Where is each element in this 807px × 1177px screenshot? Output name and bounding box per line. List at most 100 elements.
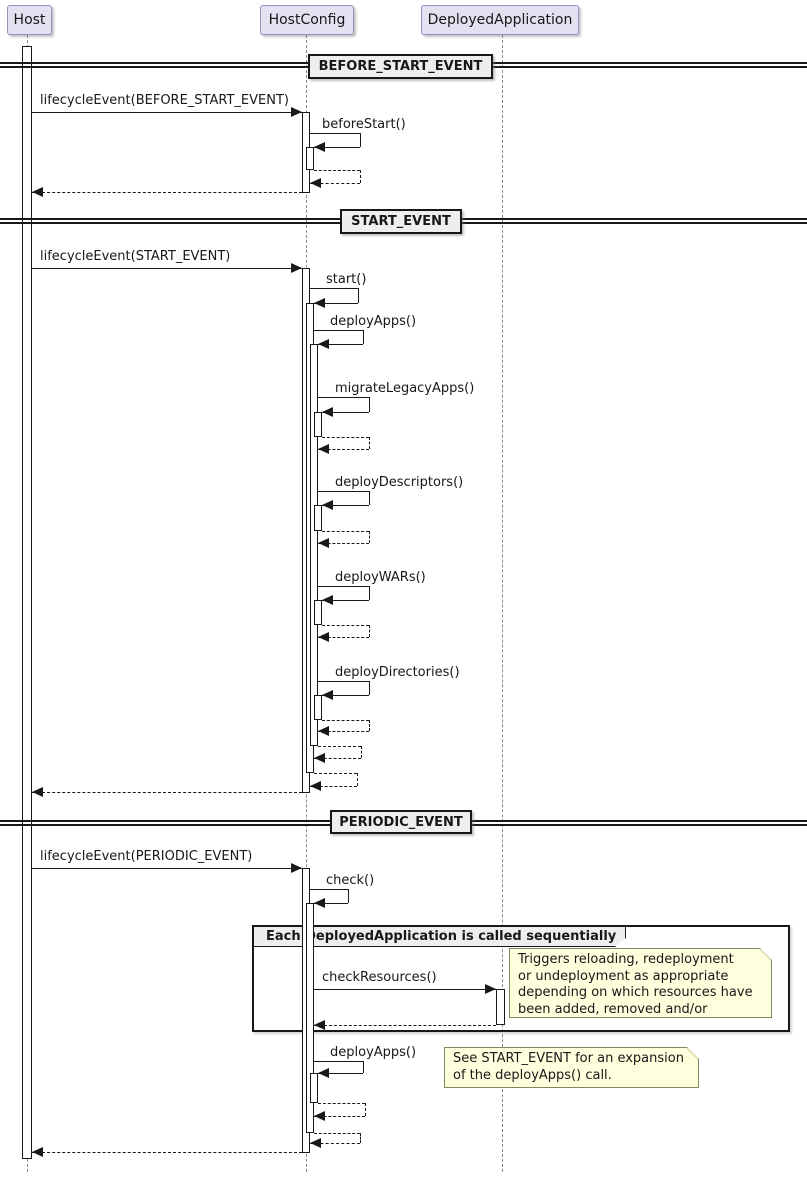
arrowhead-icon (322, 500, 333, 510)
message-line (314, 989, 496, 990)
self-message-vert (358, 288, 359, 303)
message-line (32, 268, 302, 269)
self-message-vert (369, 531, 370, 543)
self-message-vert (369, 681, 370, 695)
arrowhead-icon (318, 339, 329, 349)
group-frame-header: Each DeployedApplication is called seque… (254, 927, 626, 947)
activation-bar (310, 1073, 318, 1103)
self-message-back (322, 412, 369, 413)
arrowhead-icon (310, 781, 321, 791)
message-label: start() (326, 272, 367, 287)
arrowhead-icon (314, 298, 325, 308)
arrowhead-icon (314, 1111, 325, 1121)
note-line: See START_EVENT for an expansion (453, 1051, 684, 1066)
group-frame (252, 925, 790, 1032)
self-message-vert (357, 773, 358, 786)
self-message-vert (360, 170, 361, 183)
arrowhead-icon (291, 107, 302, 117)
arrowhead-icon (318, 444, 329, 454)
arrowhead-icon (291, 263, 302, 273)
self-message-back (318, 449, 369, 450)
message-line (32, 192, 302, 193)
self-message-back (314, 758, 361, 759)
activation-bar (314, 600, 322, 625)
self-message-back (314, 147, 360, 148)
self-message-back (318, 543, 369, 544)
self-message-back (322, 695, 369, 696)
arrowhead-icon (32, 1147, 43, 1157)
activation-bar (310, 344, 318, 746)
self-message-out (318, 681, 369, 682)
self-message-back (318, 1073, 363, 1074)
self-message-out (310, 288, 358, 289)
arrowhead-icon (310, 178, 321, 188)
message-label: beforeStart() (322, 117, 406, 132)
message-line (32, 868, 302, 869)
message-label: deployDirectories() (335, 665, 460, 680)
message-label: checkResources() (322, 970, 437, 985)
arrowhead-icon (32, 787, 43, 797)
self-message-out (314, 330, 363, 331)
self-message-vert (369, 586, 370, 600)
self-message-vert (369, 397, 370, 412)
self-message-vert (361, 746, 362, 758)
self-message-out (322, 531, 369, 532)
note-line: depending on which resources have (518, 985, 753, 1000)
self-message-out (318, 1103, 365, 1104)
self-message-back (322, 600, 369, 601)
self-message-out (314, 1133, 360, 1134)
arrowhead-icon (322, 407, 333, 417)
self-message-out (310, 133, 360, 134)
message-label: deployDescriptors() (335, 475, 464, 490)
self-message-back (322, 505, 369, 506)
note-line: Triggers reloading, redeployment (518, 952, 734, 967)
arrowhead-icon (314, 142, 325, 152)
arrowhead-icon (485, 984, 496, 994)
arrowhead-icon (310, 1138, 321, 1148)
arrowhead-icon (314, 898, 325, 908)
note-line: or undeployment as appropriate (518, 968, 729, 984)
self-message-back (314, 303, 358, 304)
self-message-back (310, 786, 357, 787)
self-message-out (322, 625, 369, 626)
arrowhead-icon (318, 538, 329, 548)
self-message-out (310, 889, 348, 890)
activation-bar (22, 46, 32, 1159)
self-message-vert (369, 625, 370, 637)
self-message-out (318, 491, 369, 492)
activation-bar (314, 505, 322, 531)
activation-bar (306, 903, 314, 1133)
self-message-back (318, 637, 369, 638)
message-label: lifecycleEvent(START_EVENT) (40, 249, 231, 264)
self-message-back (310, 183, 360, 184)
self-message-vert (369, 720, 370, 731)
self-message-vert (360, 133, 361, 147)
self-message-back (314, 1116, 365, 1117)
message-label: lifecycleEvent(PERIODIC_EVENT) (40, 849, 253, 864)
arrowhead-icon (314, 1020, 325, 1030)
note-line: of the deployApps() call. (453, 1067, 612, 1083)
self-message-out (314, 170, 360, 171)
message-line (32, 112, 302, 113)
self-message-out (314, 773, 357, 774)
activation-bar (496, 989, 505, 1025)
arrowhead-icon (322, 690, 333, 700)
note-fold-icon (686, 1048, 698, 1060)
self-message-out (314, 1061, 363, 1062)
arrowhead-icon (314, 753, 325, 763)
self-message-vert (369, 491, 370, 505)
arrowhead-icon (318, 632, 329, 642)
arrowhead-icon (291, 863, 302, 873)
self-message-vert (365, 1103, 366, 1116)
self-message-out (318, 746, 361, 747)
message-label: deployApps() (330, 314, 417, 329)
message-line (32, 792, 302, 793)
activation-bar (314, 695, 322, 720)
arrowhead-icon (32, 187, 43, 197)
activation-bar (306, 147, 314, 170)
self-message-vert (360, 1133, 361, 1143)
message-line (32, 1152, 302, 1153)
deployedapplication-lifeline (502, 35, 503, 1172)
self-message-out (322, 437, 369, 438)
